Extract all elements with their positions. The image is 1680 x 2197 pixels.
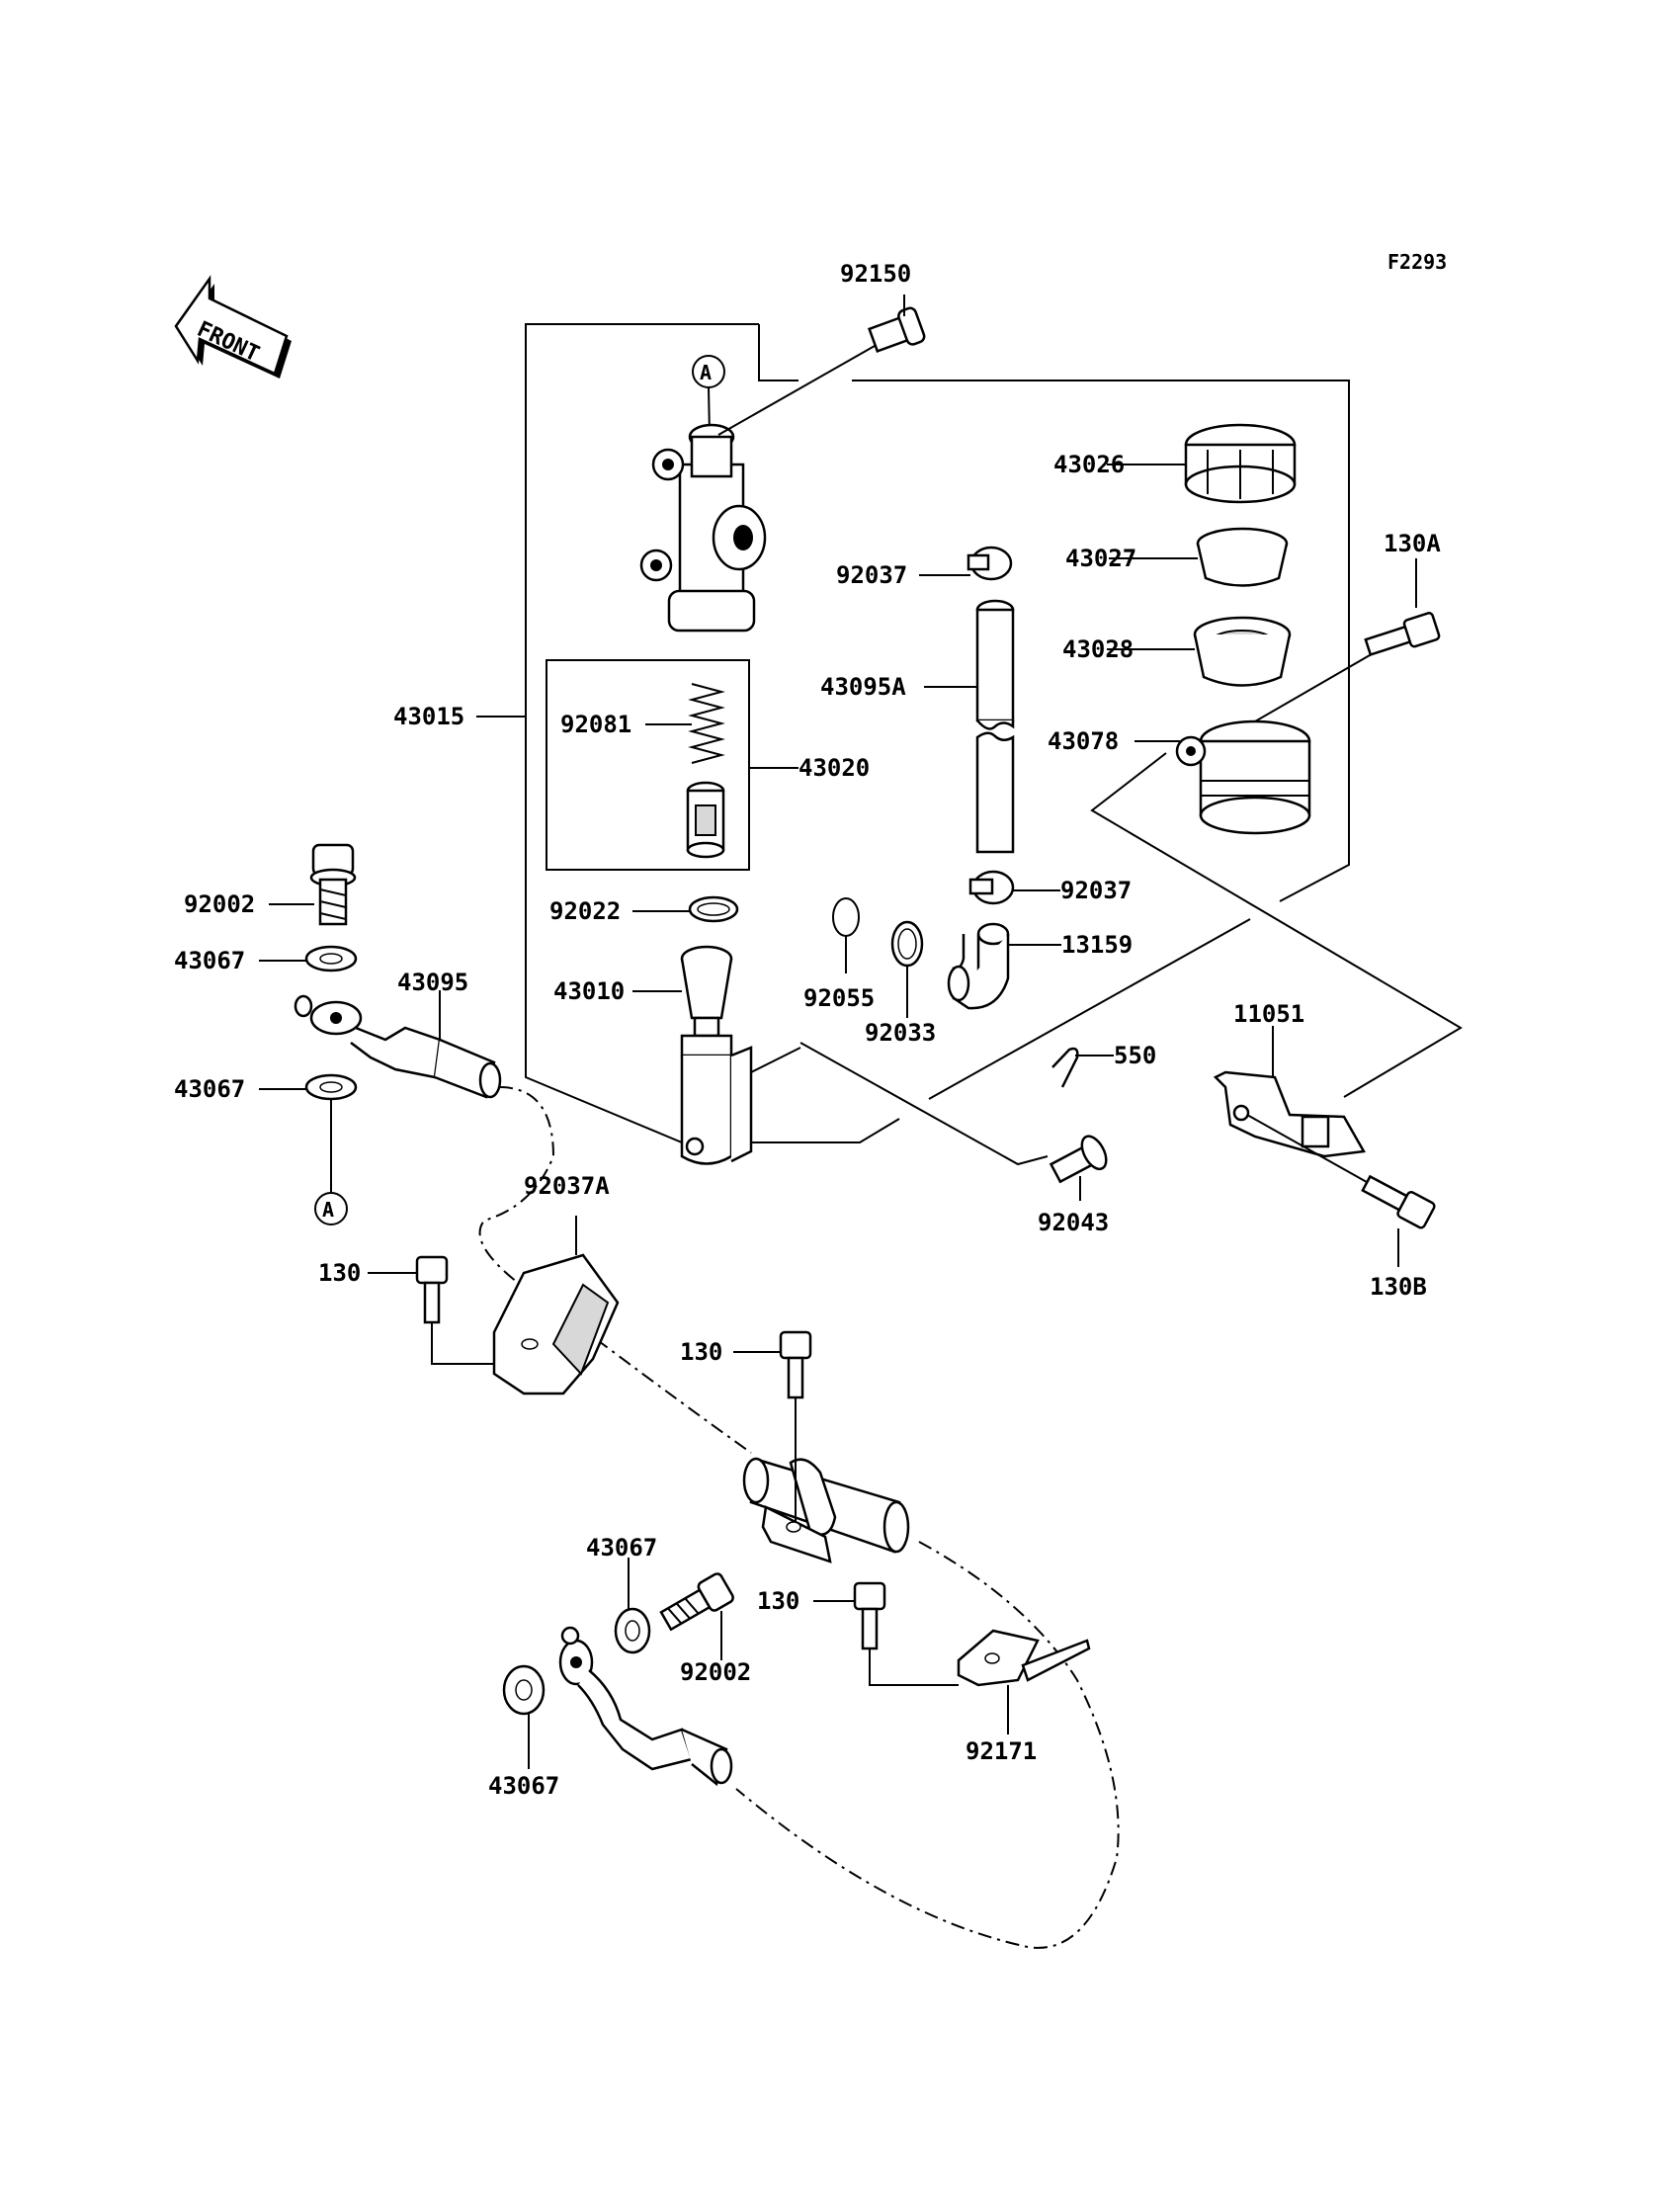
link-pin-line xyxy=(799,1042,1049,1166)
label-550: 550 xyxy=(1114,1042,1156,1069)
label-43067-a: 43067 xyxy=(174,947,245,974)
hose-route-line-lower xyxy=(735,1541,1120,1949)
circlip xyxy=(688,895,739,923)
washer-d xyxy=(502,1664,546,1716)
label-43010: 43010 xyxy=(553,977,625,1005)
leader-92150-line xyxy=(717,345,876,436)
link-130b xyxy=(1246,1114,1375,1187)
piston-spring xyxy=(688,683,725,764)
label-92150: 92150 xyxy=(840,260,911,288)
frame-line-right xyxy=(852,380,1350,902)
svg-text:A: A xyxy=(700,361,712,384)
label-130-b: 130 xyxy=(680,1338,722,1366)
bolt-130b xyxy=(1361,1174,1436,1229)
piston xyxy=(686,781,725,859)
mounting-bracket xyxy=(1213,1070,1367,1158)
frame-line-lower-right xyxy=(928,918,1251,1100)
elbow-fitting xyxy=(947,922,1010,1010)
label-130-a: 130 xyxy=(318,1259,361,1287)
label-92002-bottom: 92002 xyxy=(680,1658,751,1686)
label-92081: 92081 xyxy=(560,711,631,738)
snap-ring xyxy=(890,920,924,968)
label-43067-b: 43067 xyxy=(174,1075,245,1103)
ref-mark-a-top: A xyxy=(692,355,725,388)
link-130-a xyxy=(431,1322,494,1365)
label-43095a: 43095A xyxy=(820,673,906,701)
svg-text:A: A xyxy=(322,1198,334,1222)
bolt-130-a xyxy=(415,1255,449,1324)
label-92037a: 92037A xyxy=(524,1172,610,1200)
assembly-frame-line xyxy=(525,323,900,1143)
o-ring xyxy=(832,897,860,937)
ref-mark-a-bottom: A xyxy=(314,1192,348,1225)
reservoir-cap xyxy=(1184,423,1297,504)
frame-line-upper xyxy=(758,324,798,381)
washer-a xyxy=(304,945,358,972)
bolt-130-c xyxy=(853,1581,886,1650)
figure-code: F2293 xyxy=(1387,250,1447,274)
master-cylinder-body xyxy=(639,423,767,633)
label-130a: 130A xyxy=(1384,530,1441,557)
diaphragm xyxy=(1193,616,1292,687)
label-43095: 43095 xyxy=(397,969,468,996)
label-92171: 92171 xyxy=(966,1737,1037,1765)
label-43028: 43028 xyxy=(1062,635,1134,663)
brake-hose-upper xyxy=(294,994,502,1099)
label-43067-c: 43067 xyxy=(586,1534,657,1562)
washer-b xyxy=(304,1073,358,1101)
label-43026: 43026 xyxy=(1053,451,1125,478)
link-pushrod-pin xyxy=(750,1047,801,1073)
label-92055: 92055 xyxy=(803,984,875,1012)
label-92002-top: 92002 xyxy=(184,890,255,918)
label-43015: 43015 xyxy=(393,703,464,730)
label-92037-bottom: 92037 xyxy=(1060,877,1132,904)
washer-c xyxy=(614,1607,651,1654)
hose-guide xyxy=(492,1253,620,1395)
label-43067-d: 43067 xyxy=(488,1772,559,1800)
label-11051: 11051 xyxy=(1233,1000,1304,1028)
label-130-c: 130 xyxy=(757,1587,799,1615)
hose-route-line xyxy=(478,1086,752,1454)
bolt-130a xyxy=(1364,612,1441,657)
reservoir-tank xyxy=(1175,719,1311,835)
label-92043: 92043 xyxy=(1038,1209,1109,1236)
push-rod xyxy=(680,945,753,1165)
banjo-bolt-top xyxy=(309,843,357,926)
hose-clamp-top xyxy=(966,546,1013,581)
hose-bracket xyxy=(957,1629,1091,1687)
diaphragm-plate xyxy=(1196,527,1289,587)
label-43078: 43078 xyxy=(1048,727,1119,755)
label-13159: 13159 xyxy=(1061,931,1133,959)
bolt-130-b xyxy=(779,1330,812,1399)
clevis-pin xyxy=(1049,1135,1108,1184)
label-92033: 92033 xyxy=(865,1019,936,1047)
hose-clamp-bottom xyxy=(968,870,1015,905)
label-43027: 43027 xyxy=(1065,545,1136,572)
tube-clamp xyxy=(742,1457,910,1563)
link-130-c xyxy=(869,1648,959,1686)
banjo-bolt-bottom xyxy=(659,1572,734,1632)
front-arrow-icon: FRONT xyxy=(174,275,292,379)
label-92037-top: 92037 xyxy=(836,561,907,589)
reservoir-hose xyxy=(975,599,1015,854)
cotter-pin xyxy=(1051,1047,1079,1088)
leader-130a-line xyxy=(1254,643,1389,722)
label-130b: 130B xyxy=(1370,1273,1427,1301)
label-43020: 43020 xyxy=(798,754,870,782)
reservoir-bracket-line xyxy=(1090,752,1463,1098)
bolt-92150 xyxy=(868,306,926,353)
kit-box xyxy=(546,659,750,871)
brake-hose-lower xyxy=(558,1626,733,1787)
label-92022: 92022 xyxy=(549,897,621,925)
